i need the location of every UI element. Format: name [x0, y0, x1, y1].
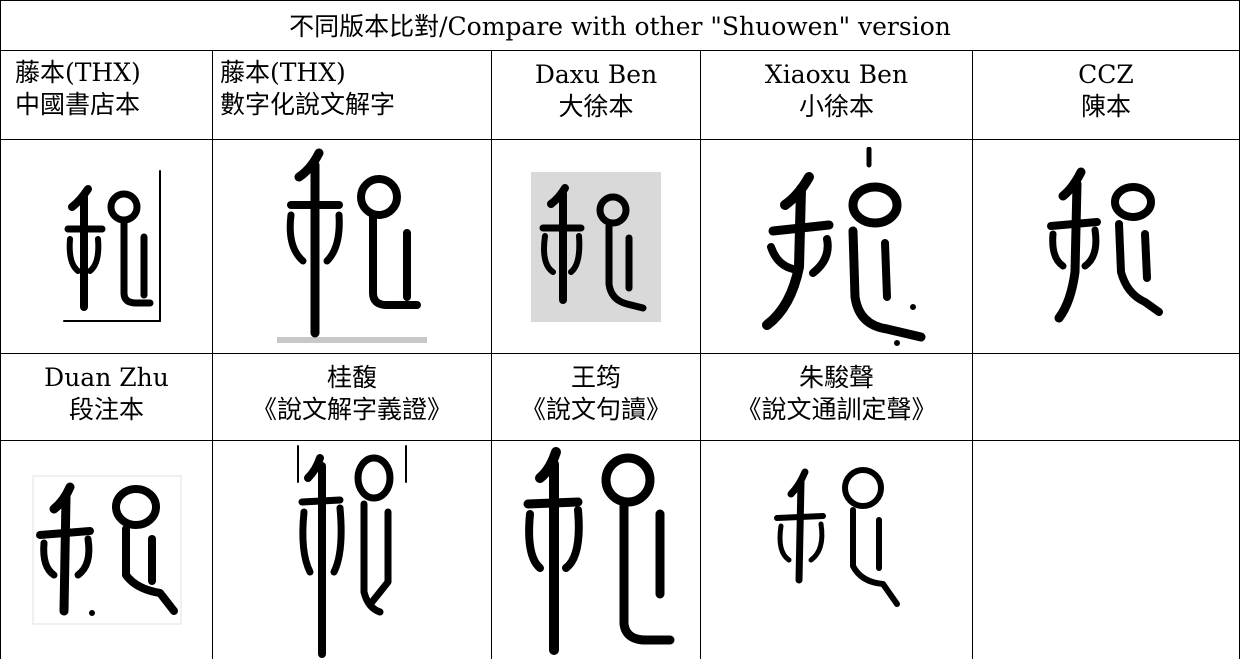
seal-glyph-icon: [761, 146, 925, 346]
table-title: 不同版本比對/Compare with other "Shuowen" vers…: [289, 12, 951, 41]
border-row2-header: [0, 440, 1240, 441]
header-thx-digital: 藤本(THX) 數字化說文解字: [218, 51, 491, 139]
header-daxu: Daxu Ben 大徐本: [492, 51, 700, 139]
glyph-image-gui-fu: [213, 441, 491, 659]
glyph-image-empty: [973, 441, 1239, 659]
header-line1: Duan Zhu: [44, 363, 169, 392]
header-line1: 藤本(THX): [15, 58, 141, 87]
border-left: [0, 0, 1, 659]
seal-glyph-icon: [32, 475, 181, 625]
glyph-image-ccz: [973, 140, 1239, 353]
header-line1: 朱駿聲: [798, 363, 874, 392]
header-line2: 《說文句讀》: [520, 395, 671, 424]
seal-glyph-icon: [297, 445, 407, 658]
glyph-image-duan-zhu: [1, 441, 212, 659]
header-line2: 數字化說文解字: [220, 90, 396, 119]
header-line2: 小徐本: [798, 92, 874, 121]
header-line2: 陳本: [1080, 92, 1131, 121]
glyph-image-zhu-junsheng: [701, 441, 972, 659]
seal-glyph-icon: [62, 169, 161, 322]
seal-glyph-icon: [531, 171, 661, 322]
col-divider-2: [491, 50, 492, 659]
header-xiaoxu: Xiaoxu Ben 小徐本: [701, 51, 972, 139]
header-ccz: CCZ 陳本: [973, 51, 1239, 139]
glyph-image-xiaoxu: [701, 140, 972, 353]
header-line1: 王筠: [570, 363, 621, 392]
header-gui-fu: 桂馥 《說文解字義證》: [213, 354, 491, 440]
header-line2: 段注本: [68, 395, 144, 424]
header-line1: 藤本(THX): [220, 58, 346, 87]
glyph-image-thx-zhongguo: [13, 140, 212, 353]
header-line2: 《說文通訓定聲》: [736, 395, 937, 424]
header-line1: 桂馥: [326, 363, 377, 392]
border-row1-images: [0, 353, 1240, 354]
header-empty: [973, 354, 1239, 440]
header-line1: Daxu Ben: [534, 60, 658, 89]
glyph-image-thx-digital: [213, 140, 491, 353]
col-divider-1: [212, 50, 213, 659]
header-wang-yun: 王筠 《說文句讀》: [492, 354, 700, 440]
seal-glyph-icon: [773, 467, 900, 607]
seal-glyph-icon: [1047, 167, 1163, 322]
header-line2: 大徐本: [558, 92, 634, 121]
col-divider-4: [972, 50, 973, 659]
header-thx-zhongguo: 藤本(THX) 中國書店本: [13, 51, 212, 139]
border-row1-header: [0, 139, 1240, 140]
header-line1: Xiaoxu Ben: [764, 60, 909, 89]
col-divider-3: [700, 50, 701, 659]
header-line2: 中國書店本: [15, 90, 141, 119]
header-line1: CCZ: [1078, 60, 1134, 89]
header-duan-zhu: Duan Zhu 段注本: [1, 354, 212, 440]
header-zhu-junsheng: 朱駿聲 《說文通訓定聲》: [701, 354, 972, 440]
glyph-image-wang-yun: [492, 441, 700, 659]
glyph-image-daxu: [492, 140, 700, 353]
border-top: [0, 0, 1240, 1]
border-title: [0, 50, 1240, 51]
header-line2: 《說文解字義證》: [251, 395, 452, 424]
seal-glyph-icon: [523, 447, 675, 655]
seal-glyph-icon: [277, 148, 427, 343]
